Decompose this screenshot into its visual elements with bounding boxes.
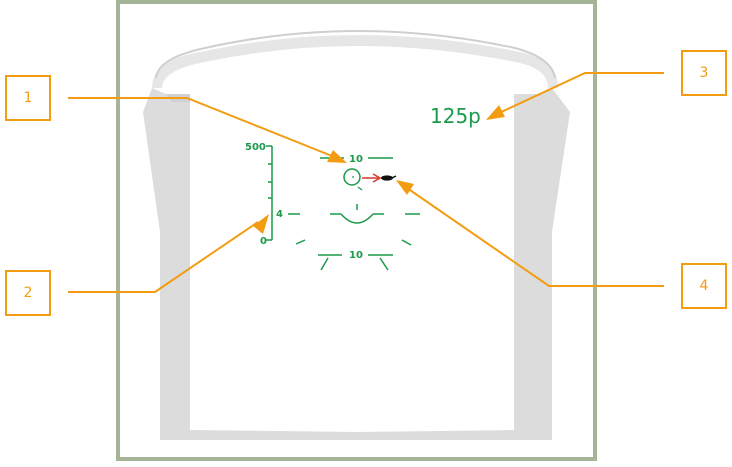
callout-2-number: 2: [23, 285, 33, 301]
arrowhead-3-icon: [486, 105, 505, 120]
callout-4: 4: [681, 263, 727, 309]
callout-leaders: [68, 72, 664, 293]
altitude-top-label: 500: [245, 142, 266, 153]
dash-sill: [160, 430, 552, 440]
arrowhead-1-icon: [327, 150, 347, 163]
altitude-bottom-label: 0: [260, 236, 267, 247]
callout-arrowheads: [253, 105, 505, 234]
callout-4-number: 4: [699, 278, 709, 294]
callout-3-number: 3: [699, 65, 709, 81]
altitude-index-label: 4: [276, 209, 283, 220]
arrowhead-4-icon: [396, 180, 414, 195]
aircraft-symbol: [381, 175, 397, 181]
speed-readout: 125р: [430, 104, 481, 128]
target-direction-marker: [362, 173, 382, 183]
callout-2: 2: [5, 270, 51, 316]
callout-3: 3: [681, 50, 727, 96]
pitch-ladder: [288, 157, 420, 271]
right-canopy-pillar: [514, 88, 570, 436]
callout-1-number: 1: [23, 90, 33, 106]
arrowhead-2-icon: [253, 214, 269, 234]
pitch-lower-label: 10: [349, 250, 363, 261]
canopy-arch: [152, 30, 558, 88]
altitude-scale: [266, 145, 273, 241]
pitch-upper-label: 10: [349, 154, 363, 165]
callout-1: 1: [5, 75, 51, 121]
aiming-reticle: [343, 168, 363, 191]
